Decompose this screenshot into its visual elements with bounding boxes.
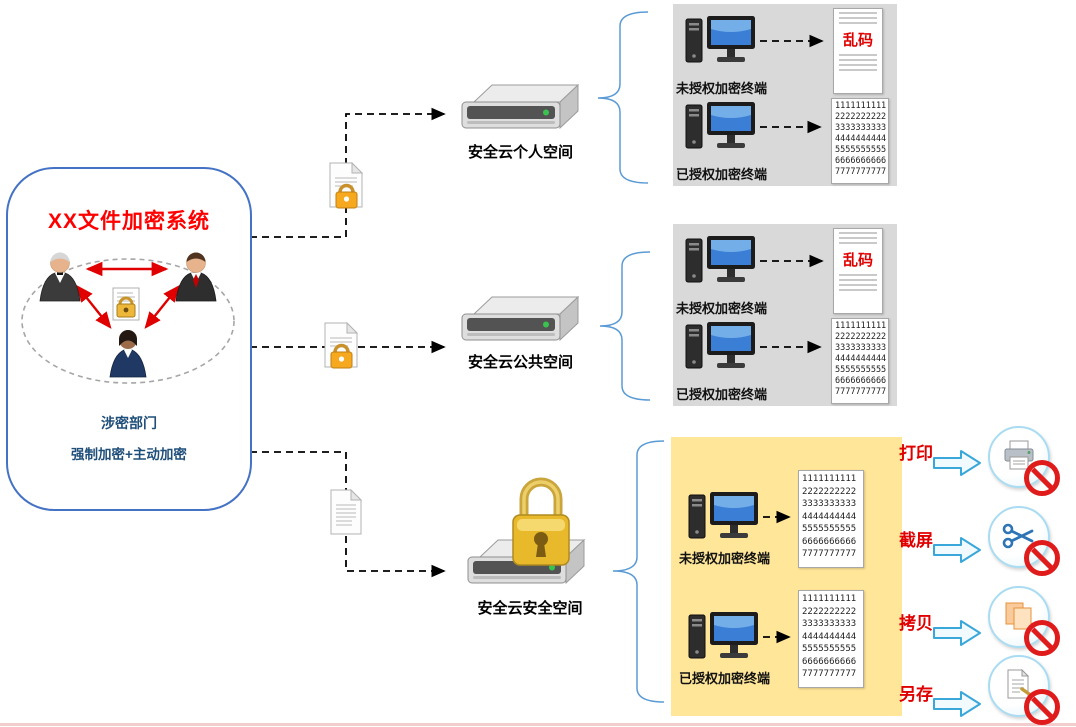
print-prohibited-badge xyxy=(988,426,1062,498)
computer-terminal-icon xyxy=(688,612,758,659)
restriction-label-print: 打印 xyxy=(899,444,933,463)
garbled-document: 乱码 xyxy=(833,228,883,314)
computer-terminal-icon xyxy=(688,492,758,539)
terminal-label: 已授权加密终端 xyxy=(679,671,771,686)
people-group xyxy=(21,252,235,384)
encrypted-file-lock-icon xyxy=(324,322,359,369)
garbled-text: 乱码 xyxy=(842,32,873,49)
brace-personal xyxy=(597,11,649,184)
computer-terminal-icon xyxy=(685,16,755,63)
brace-secure xyxy=(612,440,665,703)
terminal-label: 未授权加密终端 xyxy=(676,301,768,316)
server-icon xyxy=(461,83,580,130)
scissors-icon xyxy=(1002,523,1034,549)
numbers-document: 1111111111 2222222222 3333333333 4444444… xyxy=(798,470,864,568)
restriction-label-copy: 拷贝 xyxy=(899,614,933,633)
gold-padlock-icon xyxy=(512,477,570,566)
prohibition-sign xyxy=(1024,540,1060,576)
personal-server-label: 安全云个人空间 xyxy=(467,144,573,161)
restriction-label-screenshot: 截屏 xyxy=(899,531,933,550)
garbled-document: 乱码 xyxy=(833,8,883,94)
exchange-arrows xyxy=(76,261,180,329)
system-title: XX文件加密系统 xyxy=(47,210,210,233)
shared-encrypted-file-icon xyxy=(112,287,140,321)
printer-icon xyxy=(1004,440,1034,470)
prohibition-sign xyxy=(1024,620,1060,656)
blue-arrow-icon xyxy=(933,537,981,563)
copy-prohibited-badge xyxy=(988,586,1062,658)
terminal-label: 未授权加密终端 xyxy=(676,81,768,96)
prohibition-sign xyxy=(1024,460,1060,496)
computer-terminal-icon xyxy=(685,236,755,283)
public-server-label: 安全云公共空间 xyxy=(467,354,573,371)
server-icon xyxy=(461,295,580,342)
computer-terminal-icon xyxy=(685,102,755,149)
person-right-icon xyxy=(175,252,217,302)
numbers-document: 1111111111 2222222222 3333333333 4444444… xyxy=(831,318,889,404)
copy-icon xyxy=(1005,602,1032,630)
terminal-label: 未授权加密终端 xyxy=(679,551,771,566)
brace-public xyxy=(599,251,651,401)
restriction-label-saveas: 另存 xyxy=(899,685,933,704)
numbers-document: 1111111111 2222222222 3333333333 4444444… xyxy=(831,98,889,184)
terminal-label: 已授权加密终端 xyxy=(676,387,768,402)
saveas-prohibited-badge xyxy=(988,655,1062,727)
screenshot-prohibited-badge xyxy=(988,506,1062,578)
blue-arrow-icon xyxy=(933,620,981,646)
blue-arrow-icon xyxy=(933,691,981,717)
terminal-label: 已授权加密终端 xyxy=(676,167,768,182)
encryption-mode-label: 强制加密+主动加密 xyxy=(71,447,187,462)
department-label: 涉密部门 xyxy=(101,415,157,431)
encryption-system-box: XX文件加密系统 xyxy=(6,167,252,511)
secure-server-label: 安全云安全空间 xyxy=(477,600,583,617)
computer-terminal-icon xyxy=(685,322,755,369)
blue-arrow-icon xyxy=(933,450,981,476)
encrypted-file-lock-icon xyxy=(329,162,364,209)
garbled-text: 乱码 xyxy=(842,252,873,269)
person-left-icon xyxy=(39,252,81,302)
department-ellipse xyxy=(21,258,235,384)
person-bottom-icon xyxy=(109,330,147,378)
numbers-document: 1111111111 2222222222 3333333333 4444444… xyxy=(798,590,864,688)
bottom-edge-line xyxy=(0,723,1076,726)
prohibition-sign xyxy=(1024,689,1060,725)
save-as-icon xyxy=(1007,669,1034,699)
plain-file-icon xyxy=(330,489,363,535)
